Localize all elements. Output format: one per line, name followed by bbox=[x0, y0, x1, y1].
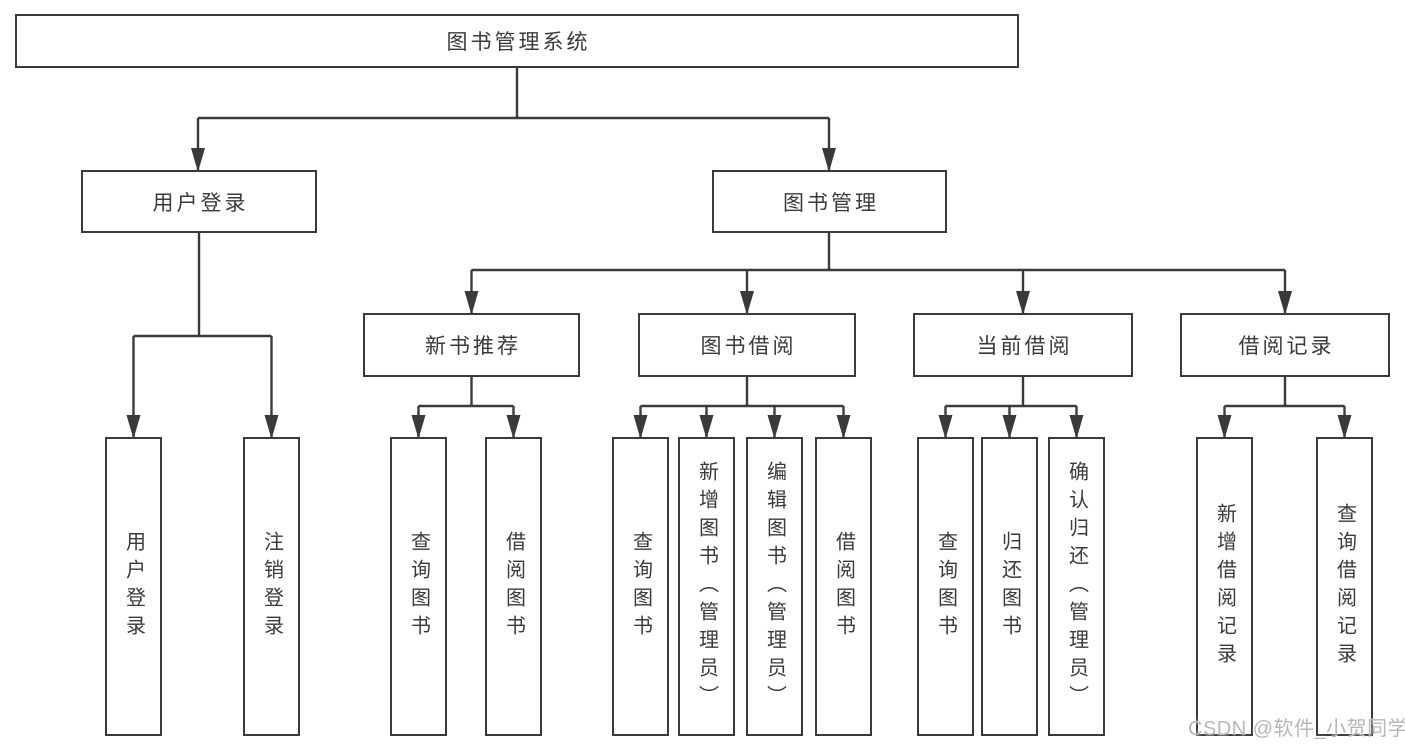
leaf-query-book-borrow-label: 查询图书 bbox=[629, 530, 652, 643]
node-leaf-query-book-borrow: 查询图书 bbox=[612, 437, 669, 736]
node-leaf-logout-login: 注销登录 bbox=[243, 437, 300, 736]
leaf-borrow-book-borrow-label: 借阅图书 bbox=[832, 530, 855, 643]
node-leaf-return-book: 归还图书 bbox=[981, 437, 1038, 736]
leaf-user-login-label: 用户登录 bbox=[122, 530, 145, 643]
connector-book-mgmt-split bbox=[464, 233, 1292, 315]
node-leaf-edit-book-admin: 编辑图书（管理员） bbox=[746, 437, 803, 736]
leaf-borrow-book-rec-label: 借阅图书 bbox=[502, 530, 525, 643]
leaf-query-book-rec-label: 查询图书 bbox=[407, 530, 430, 643]
node-leaf-add-book-admin: 新增图书（管理员） bbox=[678, 437, 735, 736]
leaf-confirm-return-admin-label: 确认归还（管理员） bbox=[1065, 460, 1088, 713]
leaf-edit-book-admin-label: 编辑图书（管理员） bbox=[763, 460, 786, 713]
leaf-return-book-label: 归还图书 bbox=[998, 530, 1021, 643]
node-root-label: 图书管理系统 bbox=[446, 31, 591, 54]
node-leaf-add-borrow-record: 新增借阅记录 bbox=[1196, 437, 1253, 736]
connector-user-login-split bbox=[126, 233, 279, 439]
node-leaf-borrow-book-rec: 借阅图书 bbox=[485, 437, 542, 736]
leaf-logout-login-label: 注销登录 bbox=[260, 530, 283, 643]
leaf-add-borrow-record-label: 新增借阅记录 bbox=[1213, 502, 1236, 671]
leaf-query-borrow-record-label: 查询借阅记录 bbox=[1333, 502, 1356, 671]
node-book-borrow-label: 图书借阅 bbox=[700, 335, 797, 358]
node-leaf-confirm-return-admin: 确认归还（管理员） bbox=[1048, 437, 1105, 736]
connector-book-borrow-split bbox=[633, 377, 851, 439]
node-user-login-label: 用户登录 bbox=[152, 191, 249, 215]
node-current-borrow: 当前借阅 bbox=[913, 313, 1133, 377]
node-book-mgmt: 图书管理 bbox=[712, 170, 947, 233]
leaf-add-book-admin-label: 新增图书（管理员） bbox=[695, 460, 718, 713]
new-book-rec-stem-line bbox=[418, 377, 514, 408]
node-user-login: 用户登录 bbox=[81, 170, 317, 233]
node-new-book-rec: 新书推荐 bbox=[363, 313, 580, 377]
book-mgmt-stem-line bbox=[471, 233, 1285, 272]
node-root-system: 图书管理系统 bbox=[15, 14, 1019, 68]
node-leaf-query-book-rec: 查询图书 bbox=[390, 437, 447, 736]
borrow-records-stem-line bbox=[1224, 377, 1345, 408]
connector-new-book-rec-split bbox=[411, 377, 521, 439]
connector-current-borrow-split bbox=[938, 377, 1084, 439]
node-leaf-query-borrow-record: 查询借阅记录 bbox=[1316, 437, 1373, 736]
node-borrow-records-label: 借阅记录 bbox=[1238, 335, 1335, 358]
node-current-borrow-label: 当前借阅 bbox=[976, 335, 1073, 358]
node-new-book-rec-label: 新书推荐 bbox=[425, 335, 521, 358]
node-leaf-borrow-book-borrow: 借阅图书 bbox=[815, 437, 872, 736]
connector-borrow-records-split bbox=[1217, 377, 1352, 439]
node-borrow-records: 借阅记录 bbox=[1180, 313, 1390, 377]
book-borrow-stem-line bbox=[640, 377, 844, 408]
node-leaf-query-book-current: 查询图书 bbox=[917, 437, 974, 736]
node-book-borrow: 图书借阅 bbox=[638, 313, 856, 377]
connector-root-split bbox=[191, 68, 836, 172]
root-stem-line bbox=[198, 68, 829, 120]
node-book-mgmt-label: 图书管理 bbox=[783, 191, 879, 215]
current-borrow-stem-line bbox=[945, 377, 1077, 408]
node-leaf-user-login: 用户登录 bbox=[105, 437, 162, 736]
user-login-stem-line bbox=[133, 233, 272, 338]
csdn-watermark: CSDN @软件_小贺同学 bbox=[1188, 718, 1405, 740]
leaf-query-book-current-label: 查询图书 bbox=[934, 530, 957, 643]
